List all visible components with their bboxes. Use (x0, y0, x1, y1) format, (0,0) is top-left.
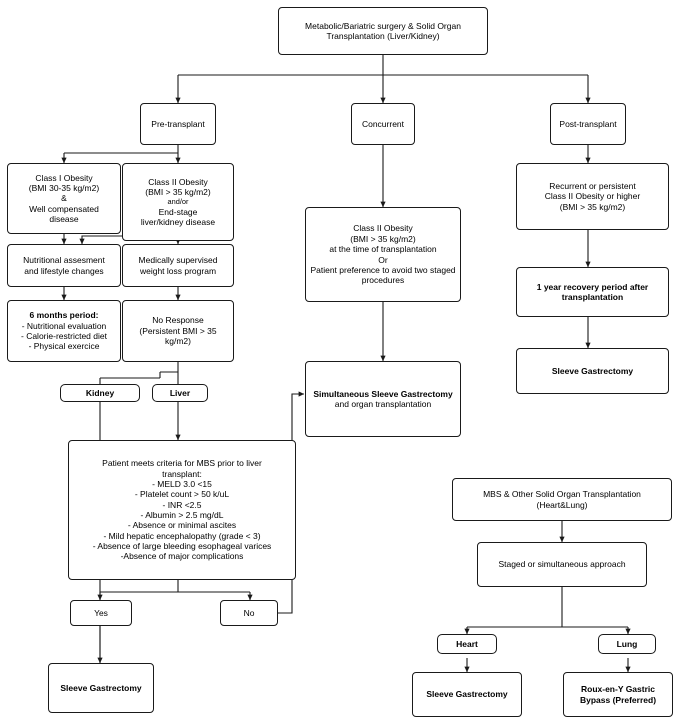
node-one-year-recovery[interactable]: 1 year recovery period after transplanta… (516, 267, 669, 317)
node-class-ii-obesity[interactable]: Class II Obesity (BMI > 35 kg/m2) and/or… (122, 163, 234, 241)
node-class-ii-obesity-andor: and/or (167, 197, 189, 207)
node-kidney-label: Kidney (85, 387, 115, 398)
node-pre-transplant[interactable]: Pre-transplant (140, 103, 216, 145)
node-six-months-period-heading: 6 months period: (29, 310, 99, 321)
node-mbs-criteria[interactable]: Patient meets criteria for MBS prior to … (68, 440, 296, 580)
node-roux-en-y-bypass[interactable]: Roux-en-Y Gastric Bypass (Preferred) (563, 672, 673, 717)
node-heart-label: Heart (456, 638, 478, 649)
node-staged-or-simultaneous-label: Staged or simultaneous approach (498, 559, 626, 570)
node-lung[interactable]: Lung (598, 634, 656, 654)
node-roux-en-y-bypass-label: Roux-en-Y Gastric Bypass (Preferred) (579, 684, 657, 705)
node-sleeve-gastrectomy-post[interactable]: Sleeve Gastrectomy (516, 348, 669, 394)
node-no-response-label: No Response (Persistent BMI > 35 kg/m2) (139, 315, 217, 347)
node-root[interactable]: Metabolic/Bariatric surgery & Solid Orga… (278, 7, 488, 55)
node-six-months-period[interactable]: 6 months period: - Nutritional evaluatio… (7, 300, 121, 362)
node-medically-supervised-weight-loss-label: Medically supervised weight loss program (138, 255, 218, 276)
node-yes-label: Yes (94, 607, 108, 618)
node-nutritional-assessment[interactable]: Nutritional assesment and lifestyle chan… (7, 244, 121, 287)
node-sleeve-gastrectomy-heart-label: Sleeve Gastrectomy (426, 689, 508, 700)
node-class-ii-obesity-label: Class II Obesity (BMI > 35 kg/m2) (145, 176, 211, 198)
node-simultaneous-sleeve-gastrectomy[interactable]: Simultaneous Sleeve Gastrectomy and orga… (305, 361, 461, 437)
node-class-ii-obesity-tail: End-stage liver/kidney disease (140, 206, 216, 227)
node-post-transplant-label: Post-transplant (559, 118, 617, 129)
node-medically-supervised-weight-loss[interactable]: Medically supervised weight loss program (122, 244, 234, 287)
node-post-transplant[interactable]: Post-transplant (550, 103, 626, 145)
node-staged-or-simultaneous[interactable]: Staged or simultaneous approach (477, 542, 647, 587)
node-mbs-other-solid-organ[interactable]: MBS & Other Solid Organ Transplantation … (452, 478, 672, 521)
node-pre-transplant-label: Pre-transplant (151, 118, 205, 129)
node-no-response[interactable]: No Response (Persistent BMI > 35 kg/m2) (122, 300, 234, 362)
node-no[interactable]: No (220, 600, 278, 626)
node-sleeve-gastrectomy-left[interactable]: Sleeve Gastrectomy (48, 663, 154, 713)
node-liver-label: Liver (169, 387, 191, 398)
node-liver[interactable]: Liver (152, 384, 208, 402)
node-mbs-criteria-label: Patient meets criteria for MBS prior to … (92, 458, 272, 562)
node-sleeve-gastrectomy-left-label: Sleeve Gastrectomy (60, 682, 142, 693)
node-recurrent-persistent-obesity-label: Recurrent or persistent Class II Obesity… (544, 180, 641, 212)
node-recurrent-persistent-obesity[interactable]: Recurrent or persistent Class II Obesity… (516, 163, 669, 230)
node-concurrent-criteria-label: Class II Obesity (BMI > 35 kg/m2) at the… (310, 223, 456, 286)
node-class-i-obesity[interactable]: Class I Obesity (BMI 30-35 kg/m2) & Well… (7, 163, 121, 234)
node-concurrent[interactable]: Concurrent (351, 103, 415, 145)
node-one-year-recovery-label: 1 year recovery period after transplanta… (536, 281, 649, 302)
node-root-label: Metabolic/Bariatric surgery & Solid Orga… (305, 20, 461, 41)
node-sleeve-gastrectomy-heart[interactable]: Sleeve Gastrectomy (412, 672, 522, 717)
node-sleeve-gastrectomy-post-label: Sleeve Gastrectomy (551, 365, 634, 376)
node-simultaneous-sleeve-gastrectomy-label: Simultaneous Sleeve Gastrectomy (313, 388, 453, 399)
node-lung-label: Lung (616, 638, 638, 649)
node-nutritional-assessment-label: Nutritional assesment and lifestyle chan… (23, 255, 105, 276)
node-no-label: No (243, 607, 255, 618)
node-class-i-obesity-label: Class I Obesity (BMI 30-35 kg/m2) & Well… (28, 172, 100, 225)
node-yes[interactable]: Yes (70, 600, 132, 626)
node-concurrent-criteria[interactable]: Class II Obesity (BMI > 35 kg/m2) at the… (305, 207, 461, 302)
node-concurrent-label: Concurrent (361, 118, 405, 129)
node-simultaneous-sleeve-gastrectomy-sub: and organ transplantation (334, 399, 432, 409)
node-heart[interactable]: Heart (437, 634, 497, 654)
node-kidney[interactable]: Kidney (60, 384, 140, 402)
node-six-months-period-items: - Nutritional evaluation - Calorie-restr… (21, 320, 107, 352)
node-mbs-other-solid-organ-label: MBS & Other Solid Organ Transplantation … (483, 489, 641, 510)
